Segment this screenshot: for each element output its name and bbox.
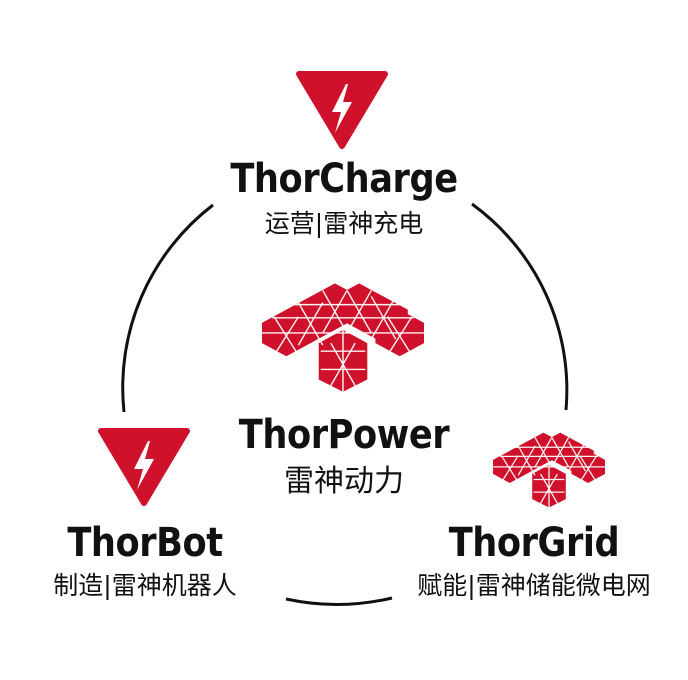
node-thorcharge: ThorCharge 运营|雷神充电 [194,156,494,240]
node-thorbot: ThorBot 制造|雷神机器人 [20,520,270,602]
node-subtitle: 运营|雷神充电 [264,209,424,238]
ring-arc-top-right [471,202,569,411]
node-thorgrid: ThorGrid 赋能|雷神储能微电网 [384,520,684,602]
node-subtitle: 赋能|雷神储能微电网 [417,571,651,600]
lightning-triangle-icon [296,71,388,149]
ring-arc-bottom [285,596,393,606]
node-title: ThorPower [238,412,450,458]
node-subtitle: 制造|雷神机器人 [53,571,237,600]
node-subtitle: 雷神动力 [284,464,404,499]
hexagon-cube-logo-icon [493,432,605,508]
node-title: ThorGrid [448,520,620,566]
hexagon-cube-logo-icon [262,283,424,392]
node-title: ThorBot [67,520,223,566]
lightning-triangle-icon [98,428,190,506]
node-thorpower: ThorPower 雷神动力 [194,412,494,500]
ring-arc-top-left [121,203,214,413]
node-title: ThorCharge [230,156,458,202]
